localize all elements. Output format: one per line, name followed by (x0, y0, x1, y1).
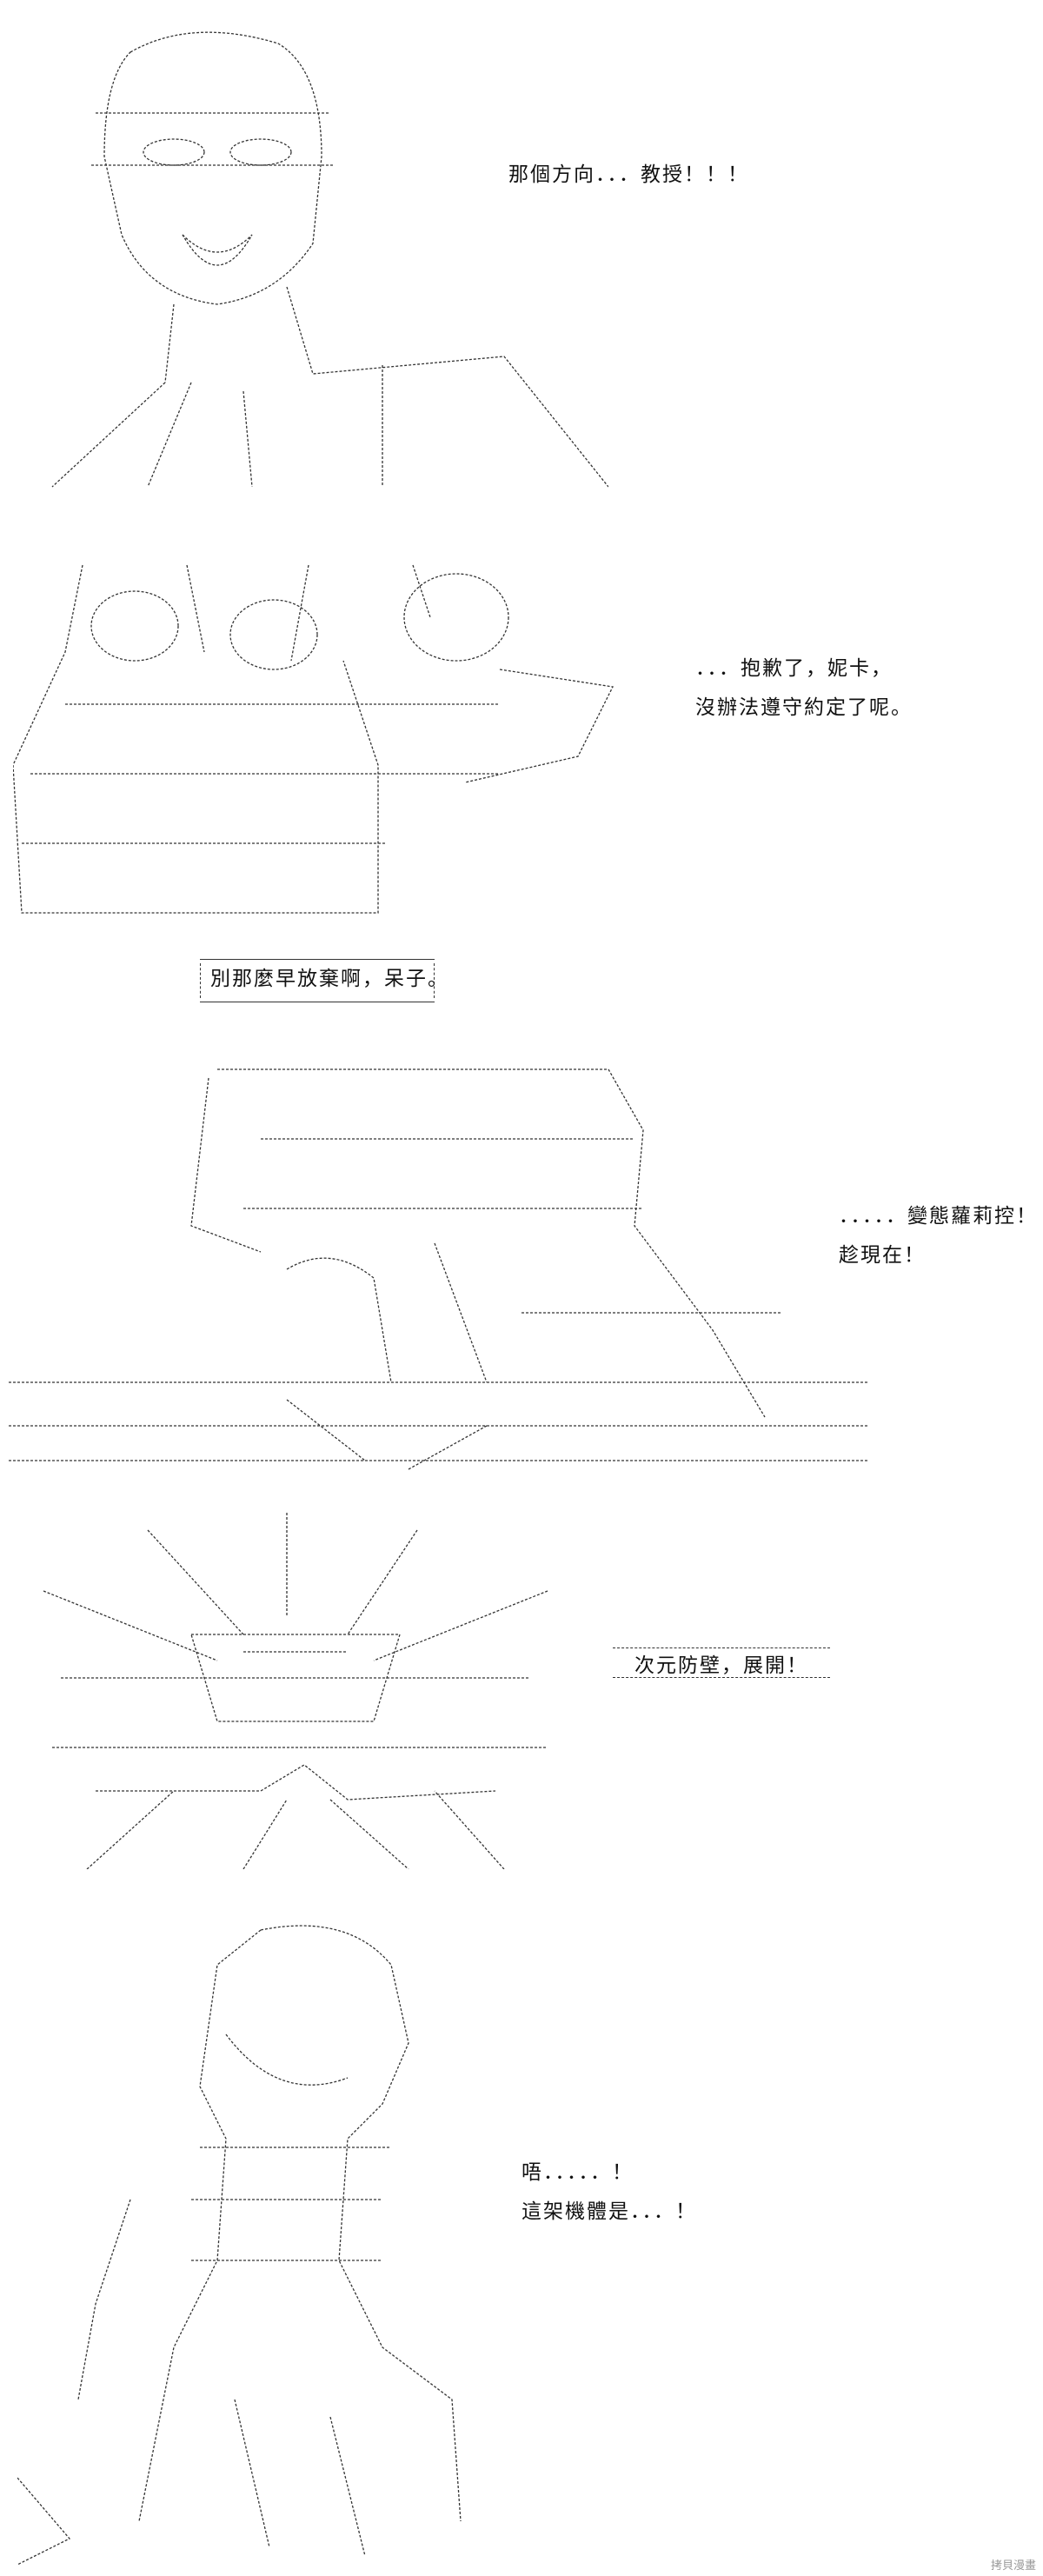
dialogue-text: 這架機體是．．．！ (522, 2200, 697, 2223)
dialogue-text: ．．．抱歉了，妮卡， (695, 657, 893, 680)
dialogue-text: 次元防壁，展開！ (634, 1654, 808, 1677)
dialogue-text: 趁現在！ (839, 1244, 926, 1267)
speech-box (200, 959, 435, 1002)
shout-bubble (613, 1647, 830, 1687)
watermark: 拷貝漫畫 (990, 2559, 1036, 2573)
dialogue-text: 別那麼早放棄啊，呆子。 (210, 968, 449, 990)
dialogue-text: ．．．．．變態蘿莉控！ (839, 1205, 1038, 1228)
dialogue-text: 沒辦法遵守約定了呢。 (695, 696, 913, 719)
ascii-art-shouting-man (17, 17, 609, 496)
dialogue-text: 那個方向．．．教授！！！ (508, 163, 749, 186)
ascii-art-group (12, 548, 621, 922)
ascii-art-armored-figure (17, 1913, 487, 2566)
ascii-art-barrier (43, 1504, 556, 1870)
ascii-art-machine (0, 1052, 869, 1478)
dialogue-text: 唔．．．．．！ (522, 2161, 634, 2184)
